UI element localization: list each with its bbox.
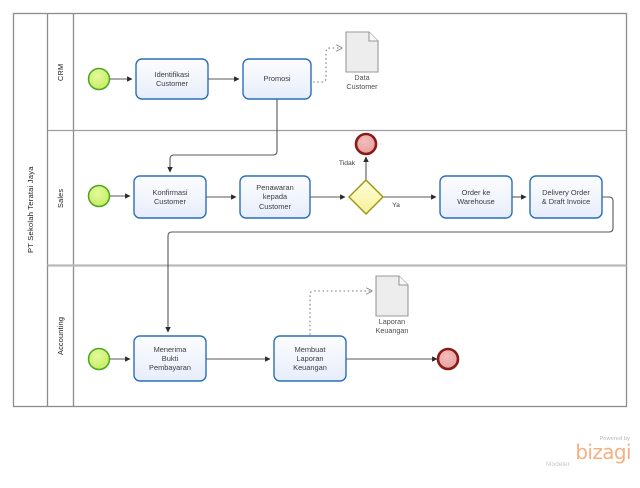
watermark-product-name: Modeler <box>546 461 570 468</box>
lane-title-sales: Sales <box>56 188 65 208</box>
flow-promosi-to-konfirmasi <box>167 99 278 173</box>
bizagi-watermark: Powered by bizagi Modeler <box>540 436 632 478</box>
watermark-brand-logo: bizagi <box>575 440 631 464</box>
task-shape-identifikasi-customer[interactable] <box>135 58 209 100</box>
start-event-crm-icon[interactable] <box>87 67 111 91</box>
task-shape-promosi[interactable] <box>242 58 312 100</box>
data-object-icon-data-customer[interactable] <box>345 31 379 73</box>
task-shape-penawaran-kepada-customer[interactable] <box>239 175 311 219</box>
lane-title-crm: CRM <box>56 63 65 81</box>
lane-separators <box>47 129 627 267</box>
task-shapes <box>133 58 603 382</box>
start-event-accounting-icon[interactable] <box>87 347 111 371</box>
data-object-shapes <box>345 31 409 317</box>
end-event-sales-icon[interactable] <box>354 132 378 156</box>
flow-delivery-to-menerima <box>165 196 614 333</box>
task-shape-delivery-order-draft-invoice[interactable] <box>529 175 603 219</box>
data-object-icon-laporan-keuangan[interactable] <box>375 275 409 317</box>
start-event-sales-icon[interactable] <box>87 184 111 208</box>
task-shape-konfirmasi-customer[interactable] <box>133 175 207 219</box>
pool-title: PT Sekolah Teratai Jaya <box>26 166 35 254</box>
event-shapes <box>87 67 460 371</box>
sequence-flows <box>110 76 614 362</box>
assoc-membuat-to-laporan-keuangan <box>309 291 372 381</box>
data-associations <box>309 48 372 381</box>
task-shape-membuat-laporan-keuangan[interactable] <box>273 335 347 382</box>
assoc-promosi-to-data-customer <box>313 48 342 83</box>
exclusive-gateway-icon[interactable] <box>348 179 384 215</box>
task-shape-menerima-bukti-pembayaran[interactable] <box>133 335 207 382</box>
gateway-shapes <box>348 179 384 215</box>
watermark-powered-by-text: Powered by <box>599 436 630 442</box>
end-event-accounting-icon[interactable] <box>436 347 460 371</box>
task-shape-order-ke-warehouse[interactable] <box>439 175 513 219</box>
lane-title-accounting: Accounting <box>56 316 65 356</box>
